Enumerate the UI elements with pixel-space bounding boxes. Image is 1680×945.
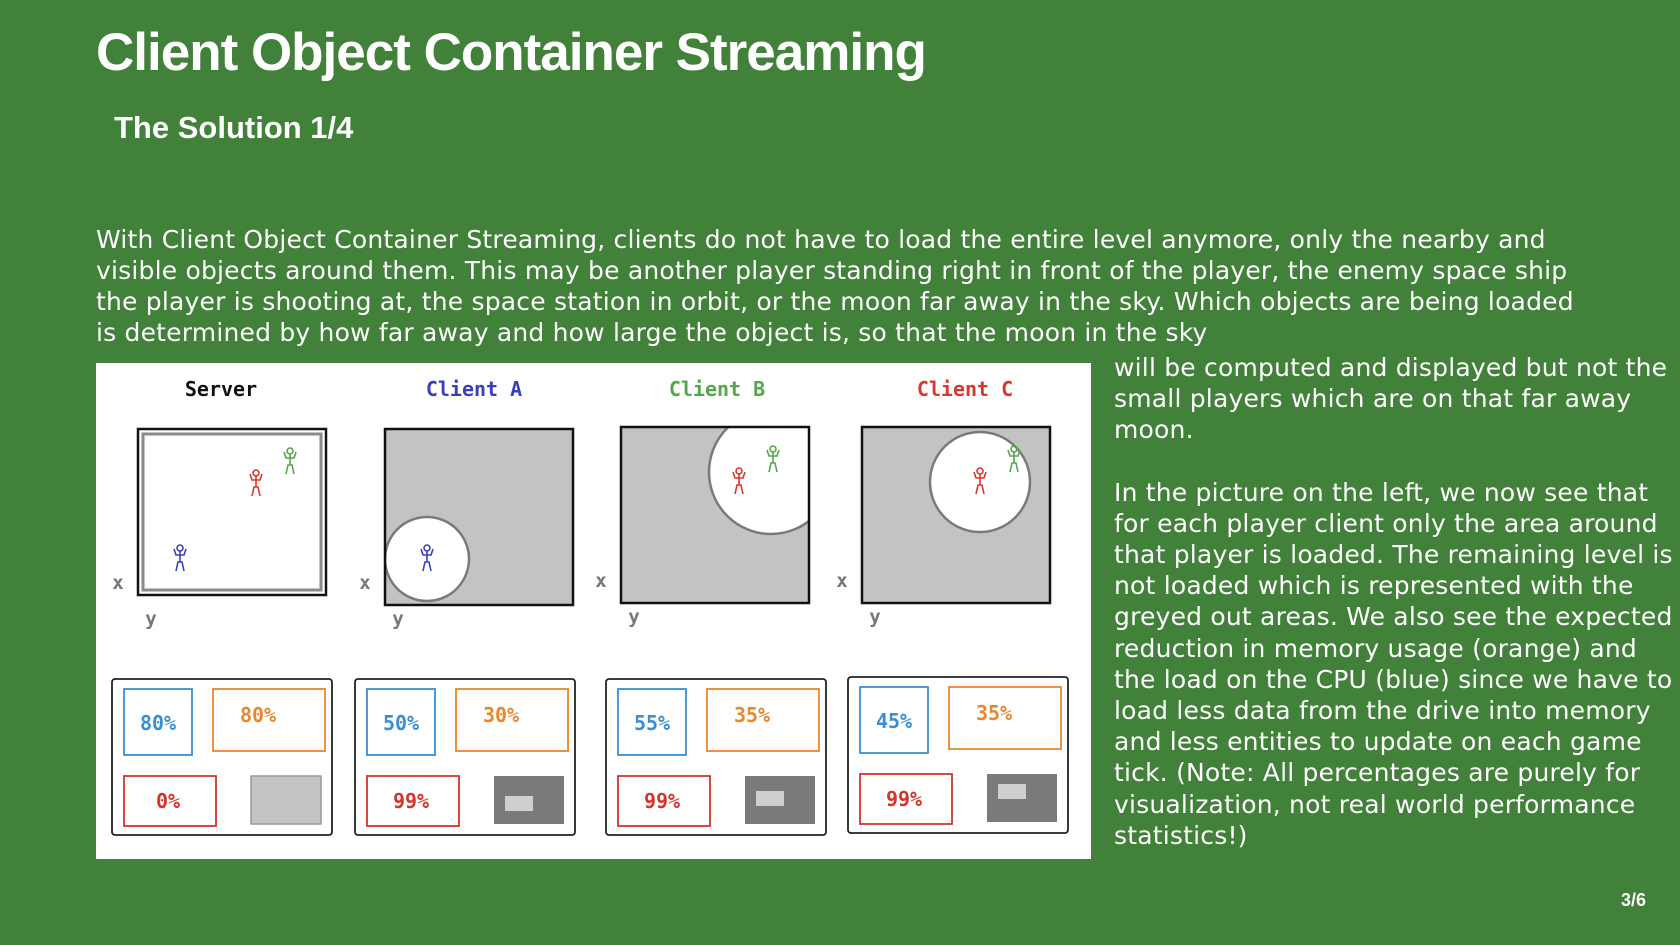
server-axis-x: x [112,572,123,594]
server-cpu-value: 80% [140,711,176,735]
client-b-third-value: 99% [644,789,680,813]
client-b-axis-x: x [595,570,606,592]
client-c-third-value: 99% [886,787,922,811]
client-b-label: Client B [669,377,765,401]
client-a-cpu-box [366,688,436,756]
side-paragraph-2: In the picture on the left, we now see t… [1114,477,1673,850]
client-a-player-blue [420,544,434,572]
server-player-green-arms [283,451,297,459]
server-player-red-legs [251,486,261,497]
client-a-map-border [383,427,575,607]
page-number: 3/6 [1620,890,1646,910]
client-b-player-red-legs [734,484,744,495]
client-c-player-red-arms [973,471,987,479]
client-b-player-green-arms [766,449,780,457]
client-a-cpu-value: 50% [383,711,419,735]
client-c-label: Client C [917,377,1013,401]
server-third-box [123,775,217,827]
client-b-cpu-value: 55% [634,711,670,735]
client-a-player-blue-legs [422,561,432,572]
client-c-player-red-legs [975,484,985,495]
client-a-third-value: 99% [393,789,429,813]
client-b-memory-value: 35% [734,703,770,727]
client-c-player-green [1007,445,1021,473]
client-c-cpu-value: 45% [876,709,912,733]
client-b-player-green-legs [768,462,778,473]
client-a-axis-x: x [359,572,370,594]
client-a-memory-box [455,688,569,752]
client-b-loaded-area [707,427,809,536]
server-axis-y: y [145,608,156,630]
slide-subtitle: The Solution 1/4 [114,110,354,145]
client-a-memory-value: 30% [483,703,519,727]
client-b-player-red [732,467,746,495]
client-c-memory-box [948,686,1062,750]
server-player-red [249,469,263,497]
client-c-memory-value: 35% [976,701,1012,725]
client-c-level-loaded [998,784,1026,799]
side-text: will be computed and displayed but not t… [1114,352,1674,851]
server-label: Server [185,377,257,401]
server-memory-value: 80% [240,703,276,727]
client-c-axis-x: x [836,570,847,592]
server-map-inner [141,432,323,592]
server-cpu-box [123,688,193,756]
server-player-blue-legs [175,561,185,572]
client-a-axis-y: y [392,608,403,630]
slide-title: Client Object Container Streaming [96,23,927,82]
client-b-map-border [619,425,811,605]
client-c-third-box [859,773,953,825]
server-player-green-legs [285,464,295,475]
client-a-label: Client A [426,377,522,401]
client-a-third-box [366,775,460,827]
client-b-memory-box [706,688,820,752]
server-player-blue [173,544,187,572]
client-c-axis-y: y [869,606,880,628]
client-c-cpu-box [859,686,929,754]
intro-paragraph: With Client Object Container Streaming, … [96,225,1574,347]
client-b-view-circle [707,427,809,536]
client-c-player-green-legs [1009,462,1019,473]
client-c-player-red [973,467,987,495]
client-a-player-blue-arms [420,548,434,556]
client-b-third-box [617,775,711,827]
client-c-map-border [860,425,1052,605]
client-c-player-green-arms [1007,449,1021,457]
server-third-value: 0% [156,789,180,813]
client-a-level-loaded [505,796,533,811]
client-b-cpu-box [617,688,687,756]
server-player-red-arms [249,473,263,481]
client-b-axis-y: y [628,606,639,628]
client-b-player-green [766,445,780,473]
client-b-level-loaded [756,791,784,806]
server-memory-box [212,688,326,752]
server-player-green [283,447,297,475]
server-player-blue-arms [173,548,187,556]
server-level-box [250,775,322,825]
side-paragraph-1: will be computed and displayed but not t… [1114,353,1668,445]
client-b-player-red-arms [732,471,746,479]
